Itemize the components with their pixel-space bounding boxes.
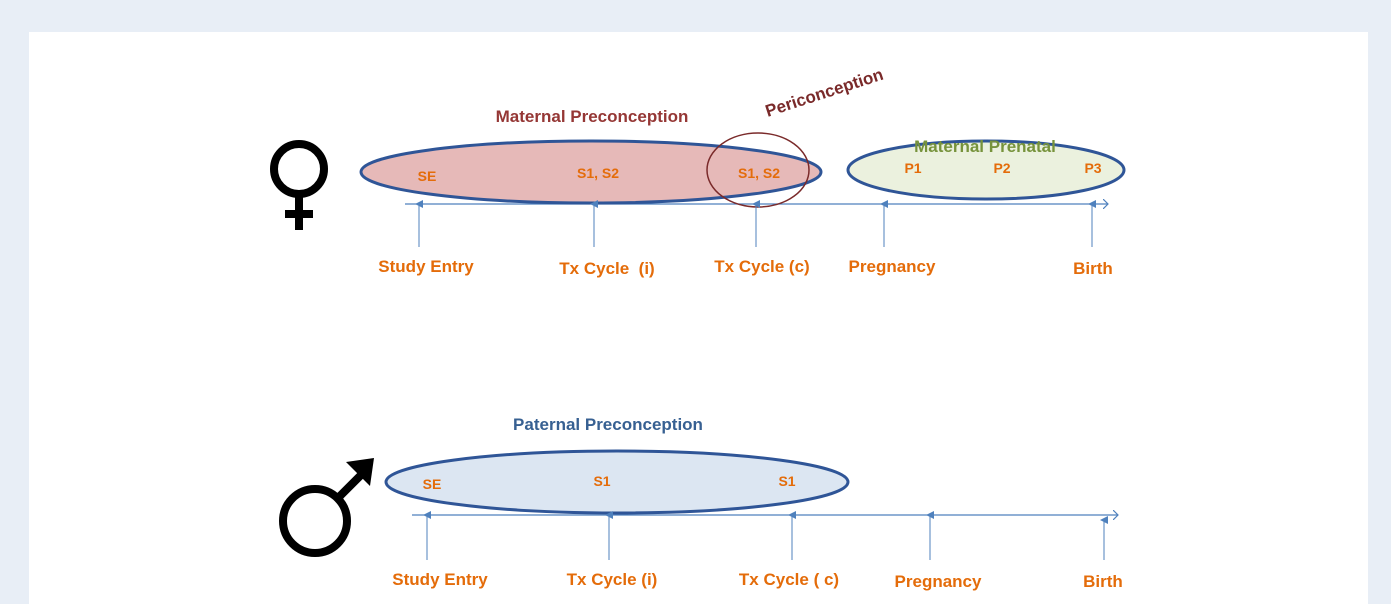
female-point-se: SE (418, 168, 437, 184)
female-point-p2: P2 (993, 160, 1010, 176)
male-point-s1-i: S1 (593, 473, 610, 489)
female-label-pregnancy: Pregnancy (849, 257, 936, 276)
maternal-prenatal-title: Maternal Prenatal (914, 137, 1056, 156)
maternal-prenatal-ellipse (846, 139, 1126, 201)
maternal-preconception-title: Maternal Preconception (496, 107, 689, 126)
paternal-preconception-ellipse (384, 449, 850, 515)
male-label-study-entry: Study Entry (392, 570, 488, 589)
male-section: Paternal Preconception SE S1 S1 Study En… (279, 415, 1123, 591)
male-symbol-icon (279, 458, 374, 557)
female-point-s1s2-c: S1, S2 (738, 165, 780, 181)
female-section: Maternal Preconception Maternal Prenatal… (270, 65, 1126, 278)
male-label-tx-cycle-c: Tx Cycle ( c) (739, 570, 839, 589)
periconception-title: Periconception (763, 65, 886, 121)
male-point-se: SE (423, 476, 442, 492)
male-label-pregnancy: Pregnancy (895, 572, 982, 591)
female-label-birth: Birth (1073, 259, 1113, 278)
female-label-tx-cycle-i: Tx Cycle (i) (559, 259, 654, 278)
female-point-s1s2-i: S1, S2 (577, 165, 619, 181)
female-label-study-entry: Study Entry (378, 257, 474, 276)
paternal-preconception-title: Paternal Preconception (513, 415, 703, 434)
male-point-s1-c: S1 (778, 473, 795, 489)
female-point-p3: P3 (1084, 160, 1101, 176)
female-symbol-icon (270, 140, 328, 230)
female-label-tx-cycle-c: Tx Cycle (c) (714, 257, 809, 276)
male-label-birth: Birth (1083, 572, 1123, 591)
female-point-p1: P1 (904, 160, 921, 176)
male-label-tx-cycle-i: Tx Cycle (i) (567, 570, 658, 589)
